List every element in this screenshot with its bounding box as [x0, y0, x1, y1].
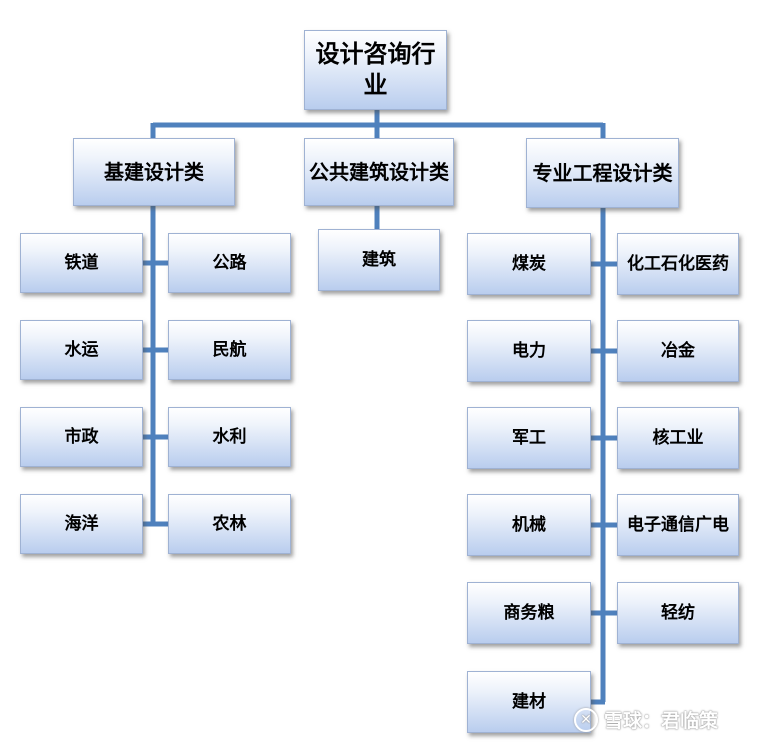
category-label: 公共建筑设计类 — [309, 160, 449, 184]
snowball-logo-icon: ✕ — [574, 707, 598, 732]
category-public-building: 公共建筑设计类 — [304, 138, 454, 206]
leaf-label: 海洋 — [64, 513, 99, 534]
leaf-label: 机械 — [512, 514, 546, 535]
leaf-label: 冶金 — [661, 340, 695, 361]
leaf-label: 铁道 — [64, 252, 99, 273]
leaf-label: 水利 — [212, 426, 247, 447]
leaf-node: 建筑 — [318, 229, 440, 291]
leaf-node: 农林 — [168, 494, 291, 554]
leaf-node: 冶金 — [617, 320, 739, 382]
leaf-node: 电子通信广电 — [617, 494, 739, 556]
category-professional: 专业工程设计类 — [526, 138, 679, 208]
leaf-label: 市政 — [64, 426, 99, 447]
leaf-node: 煤炭 — [467, 233, 591, 295]
leaf-node: 海洋 — [20, 494, 143, 554]
category-label: 专业工程设计类 — [532, 161, 673, 185]
leaf-label: 军工 — [512, 427, 546, 448]
leaf-node: 水利 — [168, 407, 291, 467]
leaf-node: 机械 — [467, 494, 591, 556]
leaf-node: 商务粮 — [467, 582, 591, 644]
leaf-node: 建材 — [467, 671, 591, 733]
watermark: ✕ 雪球：君临策 — [574, 706, 718, 733]
leaf-node: 民航 — [168, 320, 291, 380]
leaf-node: 核工业 — [617, 407, 739, 469]
leaf-label: 建筑 — [362, 249, 396, 270]
leaf-label: 建材 — [512, 691, 546, 712]
leaf-label: 煤炭 — [512, 253, 546, 274]
category-infrastructure: 基建设计类 — [73, 138, 235, 206]
leaf-label: 民航 — [212, 339, 247, 360]
leaf-node: 电力 — [467, 320, 591, 382]
leaf-label: 公路 — [212, 252, 247, 273]
category-label: 基建设计类 — [104, 160, 204, 184]
leaf-label: 商务粮 — [503, 602, 555, 623]
leaf-node: 军工 — [467, 407, 591, 469]
leaf-node: 铁道 — [20, 233, 143, 293]
leaf-node: 水运 — [20, 320, 143, 380]
watermark-text: 雪球：君临策 — [604, 710, 719, 732]
root-label: 设计咨询行业 — [315, 39, 436, 99]
leaf-label: 轻纺 — [661, 602, 695, 623]
leaf-label: 水运 — [64, 339, 99, 360]
leaf-label: 核工业 — [652, 427, 704, 448]
leaf-node: 化工石化医药 — [617, 233, 739, 295]
leaf-label: 化工石化医药 — [627, 253, 729, 274]
leaf-node: 市政 — [20, 407, 143, 467]
root-node: 设计咨询行业 — [304, 30, 447, 110]
leaf-node: 公路 — [168, 233, 291, 293]
leaf-label: 农林 — [212, 513, 247, 534]
leaf-label: 电子通信广电 — [627, 514, 729, 535]
leaf-node: 轻纺 — [617, 582, 739, 644]
leaf-label: 电力 — [512, 340, 546, 361]
